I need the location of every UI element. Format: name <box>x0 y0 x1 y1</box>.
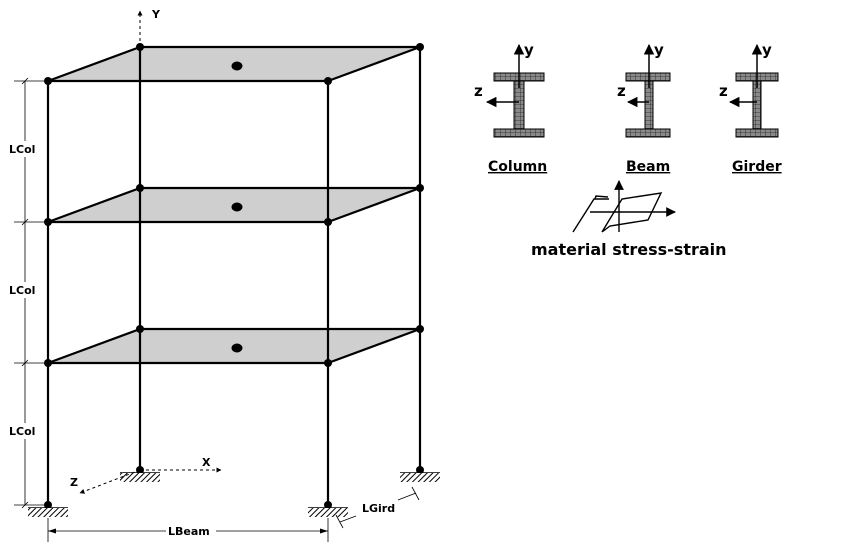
column-y-label: y <box>524 41 534 59</box>
girder-right-1 <box>327 327 421 365</box>
node <box>44 501 52 509</box>
node <box>416 43 424 51</box>
column-height-label: LCol <box>9 143 35 156</box>
node <box>136 184 144 192</box>
node <box>416 184 424 192</box>
column-section <box>485 43 545 138</box>
slab-master-node <box>231 61 243 71</box>
slab-master-node <box>231 343 243 353</box>
girder-section <box>728 43 779 138</box>
node <box>44 218 52 226</box>
column-height-label: LCol <box>9 284 35 297</box>
girder-length-dimension <box>335 486 420 529</box>
node <box>324 501 332 509</box>
node <box>44 359 52 367</box>
fixed-support-hatch <box>400 473 440 482</box>
fixed-supports <box>28 472 440 517</box>
beam-length-label: LBeam <box>168 525 210 538</box>
node <box>44 77 52 85</box>
fixed-support-hatch <box>120 473 160 482</box>
global-y-label: Y <box>151 8 161 21</box>
frame-members <box>46 45 422 505</box>
girder-left-2 <box>47 186 141 224</box>
girder-z-label: z <box>719 82 728 100</box>
global-z-label: Z <box>70 476 78 489</box>
beam-section <box>625 43 671 138</box>
girder-left-3 <box>47 45 141 83</box>
beam-title: Beam <box>626 159 670 175</box>
girder-left-1 <box>47 327 141 365</box>
column-z-label: z <box>474 82 483 100</box>
hysteresis-loop <box>572 192 663 233</box>
girder-right-3 <box>327 45 421 83</box>
girder-right-2 <box>327 186 421 224</box>
global-z-axis <box>79 469 141 494</box>
global-axes <box>79 10 222 494</box>
node <box>324 77 332 85</box>
slab-master-node <box>231 202 243 212</box>
global-x-label: X <box>202 456 211 469</box>
column-title: Column <box>488 159 547 175</box>
fixed-support-hatch <box>28 508 68 517</box>
node <box>324 218 332 226</box>
girder-length-label: LGird <box>362 502 395 515</box>
column-height-dimensions <box>14 77 44 509</box>
node <box>324 359 332 367</box>
stress-strain-icon <box>572 180 676 233</box>
beam-length-dimension <box>47 518 329 542</box>
column-height-label: LCol <box>9 425 35 438</box>
node <box>416 325 424 333</box>
beam-y-label: y <box>654 41 664 59</box>
material-label: material stress-strain <box>531 240 727 259</box>
nodes <box>44 43 424 509</box>
fixed-support-hatch <box>308 508 348 517</box>
beam-z-label: z <box>617 82 626 100</box>
girder-y-label: y <box>762 41 772 59</box>
girder-title: Girder <box>732 159 782 175</box>
node <box>136 325 144 333</box>
node <box>416 466 424 474</box>
